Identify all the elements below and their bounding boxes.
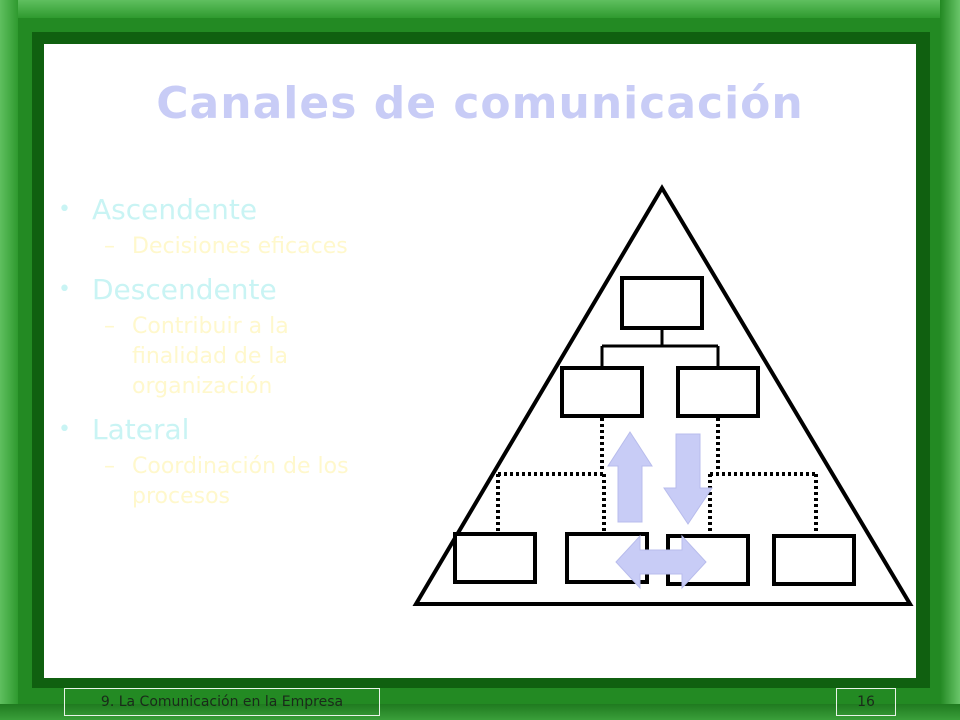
footer-page-number: 16 — [836, 688, 896, 716]
org-box-bottom-4 — [772, 534, 856, 586]
bullet-label: Lateral — [92, 413, 190, 446]
frame-bevel-right — [940, 0, 960, 720]
arrow-left-right-icon — [615, 534, 707, 590]
sub-bullet-text: Contribuir a la — [132, 314, 289, 339]
bullet-dot: • — [58, 277, 71, 302]
bullet-dash: – — [104, 314, 115, 339]
dotted-connectors — [496, 418, 818, 532]
bullet-list: • Ascendente – Decisiones eficaces • Des… — [56, 192, 436, 522]
org-box-middle-left — [560, 366, 644, 418]
bullet-label: Descendente — [92, 273, 277, 306]
sub-bullet-text: procesos — [132, 484, 231, 509]
frame-bevel-bottom — [0, 704, 960, 720]
bullet-descendente: • Descendente — [56, 272, 436, 308]
bullet-label: Ascendente — [92, 193, 258, 226]
slide-title: Canales de comunicación — [156, 78, 804, 129]
frame-bevel-left — [0, 0, 18, 720]
arrow-up-icon — [607, 431, 653, 523]
sub-bullet-text: Decisiones eficaces — [132, 234, 348, 259]
sub-bullet-text: Coordinación de los — [132, 454, 349, 479]
bullet-dot: • — [58, 197, 71, 222]
bullet-dot: • — [58, 417, 71, 442]
bullet-dash: – — [104, 454, 115, 479]
org-box-middle-right — [676, 366, 760, 418]
arrow-down-icon — [663, 433, 713, 525]
sub-bullet-text: finalidad de la — [132, 344, 288, 369]
bullet-ascendente: • Ascendente — [56, 192, 436, 228]
footer-section-title: 9. La Comunicación en la Empresa — [64, 688, 380, 716]
org-box-bottom-1 — [453, 532, 537, 584]
sub-bullet: – Decisiones eficaces — [56, 232, 436, 262]
pyramid-triangle — [412, 184, 914, 606]
bullet-dash: – — [104, 234, 115, 259]
frame-bevel-top — [0, 0, 960, 18]
sub-bullet: – Coordinación de los procesos — [56, 452, 436, 512]
sub-bullet-text: organización — [132, 374, 273, 399]
sub-bullet: – Contribuir a la finalidad de la organi… — [56, 312, 436, 402]
bullet-lateral: • Lateral — [56, 412, 436, 448]
org-box-top — [620, 276, 704, 330]
